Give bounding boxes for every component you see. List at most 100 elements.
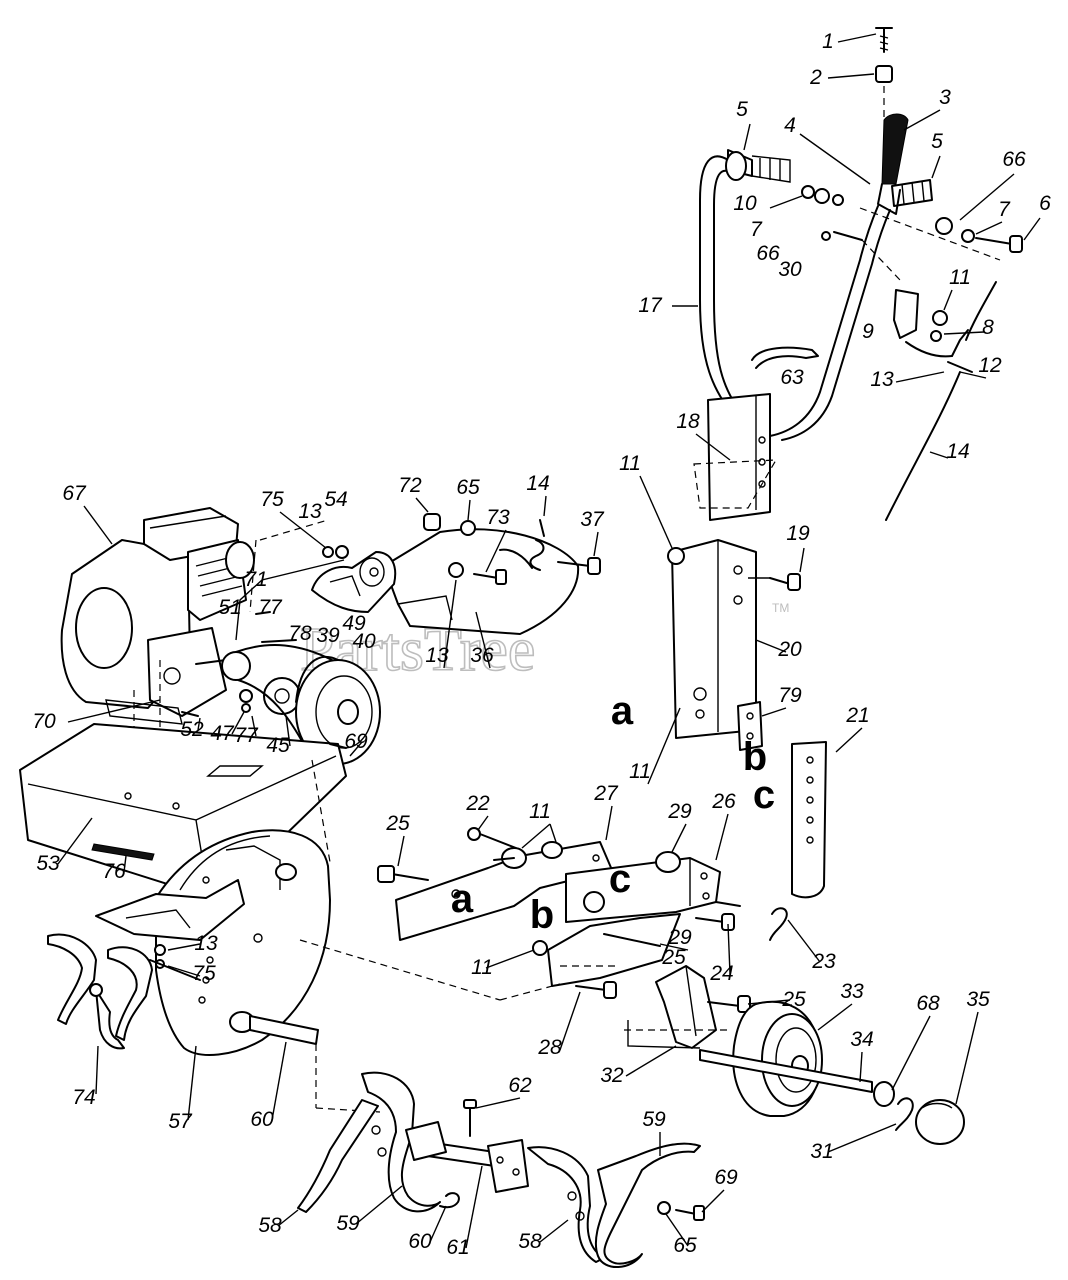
part-callout-number: 49 <box>342 612 366 635</box>
part-callout-number: 10 <box>733 192 757 215</box>
part-callout-number: 12 <box>978 354 1002 377</box>
part-callout-number: 37 <box>580 508 605 531</box>
part-callout-number: 23 <box>811 950 836 973</box>
part-callout-number: 27 <box>593 782 619 805</box>
part-callout-number: 63 <box>780 366 804 389</box>
frame-brackets <box>299 827 788 1001</box>
part-callout-number: 71 <box>244 568 267 591</box>
part-callout-number: 31 <box>810 1140 833 1163</box>
part-callout-number: 79 <box>778 684 802 707</box>
part-callout-number: 13 <box>870 368 894 391</box>
part-callout-number: 18 <box>676 410 700 433</box>
part-callout-number: 26 <box>711 790 736 813</box>
part-callout-number: 65 <box>673 1234 697 1257</box>
part-callout-number: 7 <box>750 218 763 241</box>
part-callout-number: 67 <box>62 482 87 505</box>
engine-assembly <box>60 507 601 765</box>
leader-lines <box>57 33 1041 1249</box>
part-callout-number: 57 <box>168 1110 193 1133</box>
handle-column <box>667 393 827 899</box>
part-callout-number: 34 <box>850 1028 873 1051</box>
part-callout-number: 51 <box>218 596 241 619</box>
screw-icon <box>875 27 893 53</box>
part-callout-number: 53 <box>36 852 60 875</box>
part-callout-number: 21 <box>845 704 869 727</box>
part-callout-number: 7 <box>998 198 1011 221</box>
part-callout-number: 77 <box>234 724 259 747</box>
part-callout-number: 69 <box>344 730 368 753</box>
part-callout-number: 77 <box>258 596 283 619</box>
part-callout-number: 19 <box>786 522 810 545</box>
part-callout-number: 11 <box>629 760 651 783</box>
part-callout-number: 61 <box>446 1236 469 1259</box>
part-callout-number: 58 <box>258 1214 282 1237</box>
part-callout-number: 13 <box>425 644 449 667</box>
part-callout-number: 3 <box>939 86 951 109</box>
spacer-icon <box>875 65 893 83</box>
part-callout-number: 66 <box>1002 148 1026 171</box>
part-callout-number: 13 <box>298 500 322 523</box>
part-callout-number: 59 <box>336 1212 360 1235</box>
part-callout-number: 29 <box>667 800 692 823</box>
part-callout-number: 39 <box>316 624 340 647</box>
part-callout-number: 30 <box>778 258 802 281</box>
part-callout-number: 60 <box>408 1230 432 1253</box>
handle-assembly <box>699 27 1023 521</box>
part-callout-number: 33 <box>840 980 864 1003</box>
connection-letter: c <box>609 857 631 901</box>
part-callout-number: 75 <box>260 488 284 511</box>
part-callout-number: 20 <box>777 638 802 661</box>
part-callout-number: 24 <box>709 962 733 985</box>
part-callout-number: 28 <box>537 1036 562 1059</box>
part-callout-number: 75 <box>192 962 216 985</box>
part-callout-number: 2 <box>809 66 822 89</box>
right-tine-assembly <box>297 1044 705 1269</box>
part-callout-number: 17 <box>638 294 663 317</box>
connection-letter: a <box>451 877 474 921</box>
part-callout-number: 32 <box>600 1064 624 1087</box>
part-callout-number: 8 <box>982 316 994 339</box>
part-callout-number: 35 <box>966 988 990 1011</box>
part-callout-number: 59 <box>642 1108 666 1131</box>
part-callout-number: 52 <box>180 718 204 741</box>
part-callout-number: 68 <box>916 992 940 1015</box>
connection-letter: b <box>530 893 554 937</box>
part-callout-number: 58 <box>518 1230 542 1253</box>
part-callout-number: 22 <box>465 792 490 815</box>
part-callout-number: 45 <box>266 734 290 757</box>
part-callout-number: 73 <box>486 506 510 529</box>
part-callout-number: 11 <box>529 800 551 823</box>
part-callout-number: 74 <box>72 1086 95 1109</box>
part-callout-number: 40 <box>352 630 376 653</box>
part-callout-number: 25 <box>661 946 686 969</box>
lever-grip-icon <box>881 113 909 185</box>
part-callout-number: 11 <box>471 956 493 979</box>
part-callout-number: 36 <box>470 644 494 667</box>
part-callout-number: 60 <box>250 1108 274 1131</box>
part-callout-number: 29 <box>667 926 692 949</box>
part-callout-number: 11 <box>949 266 971 289</box>
connection-letter: c <box>753 773 775 817</box>
part-callout-number: 5 <box>736 98 748 121</box>
part-callout-number: 25 <box>781 988 806 1011</box>
part-callout-number: 47 <box>210 722 235 745</box>
part-callout-number: 5 <box>931 130 943 153</box>
part-callout-number: 4 <box>784 114 796 137</box>
part-callout-number: 54 <box>324 488 347 511</box>
part-callout-number: 62 <box>508 1074 532 1097</box>
connection-letter: a <box>611 689 634 733</box>
part-callout-number: 9 <box>862 320 874 343</box>
part-callout-number: 69 <box>714 1166 738 1189</box>
part-callout-number: 72 <box>398 474 422 497</box>
wheel-assembly <box>624 965 965 1145</box>
part-callout-number: 65 <box>456 476 480 499</box>
part-callout-number: 14 <box>946 440 969 463</box>
part-callout-number: 13 <box>194 932 218 955</box>
part-callout-number: 11 <box>619 452 641 475</box>
part-callout-number: 78 <box>288 622 312 645</box>
part-callout-number: 70 <box>32 710 56 733</box>
part-callout-number: 76 <box>102 860 126 883</box>
